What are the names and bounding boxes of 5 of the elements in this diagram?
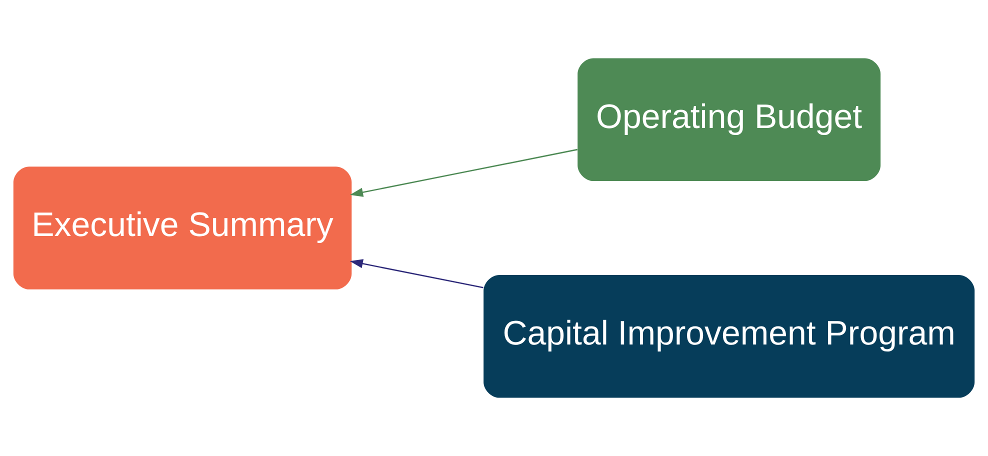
node-box: Executive Summary <box>13 166 352 290</box>
arrow <box>350 259 484 288</box>
arrow <box>350 148 578 197</box>
node-box: Capital Improvement Program <box>484 275 975 398</box>
node-box: Operating Budget <box>578 58 881 181</box>
